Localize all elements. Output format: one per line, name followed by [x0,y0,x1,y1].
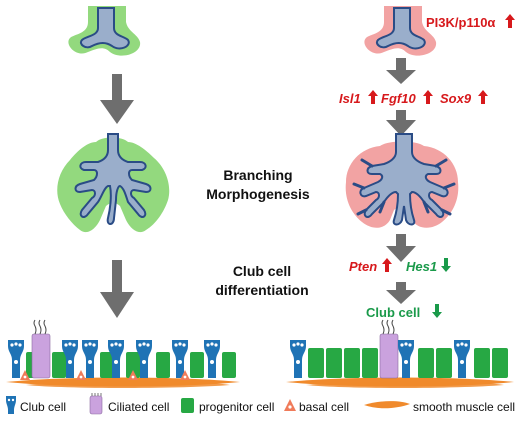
basal-cell [20,370,30,380]
ciliated-cell [379,319,399,379]
legend-basal-cell-label: basal cell [299,400,349,414]
mutant-bud-airway [376,7,426,50]
pi3k-label: PI3K/p110α [426,15,495,30]
pten-label-group: Pten [349,258,392,274]
progenitor-cell [362,348,378,378]
club-cell [290,340,306,378]
arrow-left-2 [100,260,134,318]
normal-bud-airway [80,7,130,50]
isl1-label-group: Isl1 [339,90,378,106]
pi3k-up-arrow-icon [505,14,515,28]
progenitor-cell [326,348,342,378]
club-cell [62,340,78,378]
club-cell [454,340,470,378]
progenitor-cell [308,348,324,378]
legend-club-cell-label: Club cell [20,400,66,414]
club-cell-change-group: Club cell [366,304,442,320]
progenitor-cell [222,352,236,378]
fgf10-up-arrow-icon [423,90,433,104]
progenitor-cell [492,348,508,378]
progenitor-cell [100,352,114,378]
club-cell-down-arrow-icon [432,304,442,318]
legend: Club cell Ciliated cell progenitor cell … [6,393,515,415]
legend-club-cell-icon [6,396,16,414]
arrow-right-2 [386,110,416,136]
fgf10-label-group: Fgf10 [381,90,433,106]
legend-ciliated-cell-icon [89,393,103,415]
normal-lung-airway [74,133,152,225]
legend-progenitor-cell-label: progenitor cell [199,400,274,414]
basal-cell [128,370,138,380]
progenitor-cell [418,348,434,378]
progenitor-cell [474,348,490,378]
club-cell-change-label: Club cell [366,305,420,320]
isl1-up-arrow-icon [368,90,378,104]
hes1-label: Hes1 [406,259,437,274]
club-diff-label-line1: Club cell [233,263,291,279]
legend-basal-cell-icon [284,399,296,411]
hes1-label-group: Hes1 [406,258,451,274]
normal-early-airway [68,6,141,56]
club-cell [8,340,24,378]
mutant-early-airway [364,6,437,56]
basal-cell [76,370,86,380]
arrow-right-4 [386,282,416,304]
sox9-label: Sox9 [440,91,472,106]
mutant-lung-extra-branches [352,158,456,216]
pten-label: Pten [349,259,377,274]
progenitor-cell [190,352,204,378]
normal-branched-lung [57,133,170,233]
pi3k-label-group: PI3K/p110α [426,14,515,30]
legend-smooth-muscle-icon [364,401,410,409]
hes1-down-arrow-icon [441,258,451,272]
arrow-left-1 [100,74,134,124]
club-diff-label-line2: differentiation [215,282,308,298]
smooth-muscle-cell [306,381,504,388]
legend-progenitor-cell-icon [181,398,194,413]
progenitor-cell [156,352,170,378]
mutant-epithelium [286,319,514,388]
club-cell [82,340,98,378]
progenitor-cell [126,352,140,378]
arrow-right-3 [386,234,416,262]
sox9-up-arrow-icon [478,90,488,104]
smooth-muscle-cell [26,381,230,388]
club-cell [136,340,152,378]
branching-label-line2: Morphogenesis [206,186,310,202]
mutant-lung-airway [359,133,449,226]
club-cell [204,340,220,378]
progenitor-cell [436,348,452,378]
pten-up-arrow-icon [382,258,392,272]
club-cell [108,340,124,378]
isl1-label: Isl1 [339,91,361,106]
normal-epithelium [6,319,240,388]
fgf10-label: Fgf10 [381,91,416,106]
legend-ciliated-cell-label: Ciliated cell [108,400,169,414]
sox9-label-group: Sox9 [440,90,488,106]
club-cell [172,340,188,378]
progenitor-cell [52,352,66,378]
mutant-branched-lung [345,133,459,228]
arrow-right-1 [386,58,416,84]
club-cell [398,340,414,378]
legend-smooth-muscle-label: smooth muscle cell [413,400,515,414]
progenitor-cell [344,348,360,378]
ciliated-cell [31,319,51,379]
branching-label-line1: Branching [223,167,292,183]
basal-cell [180,370,190,380]
